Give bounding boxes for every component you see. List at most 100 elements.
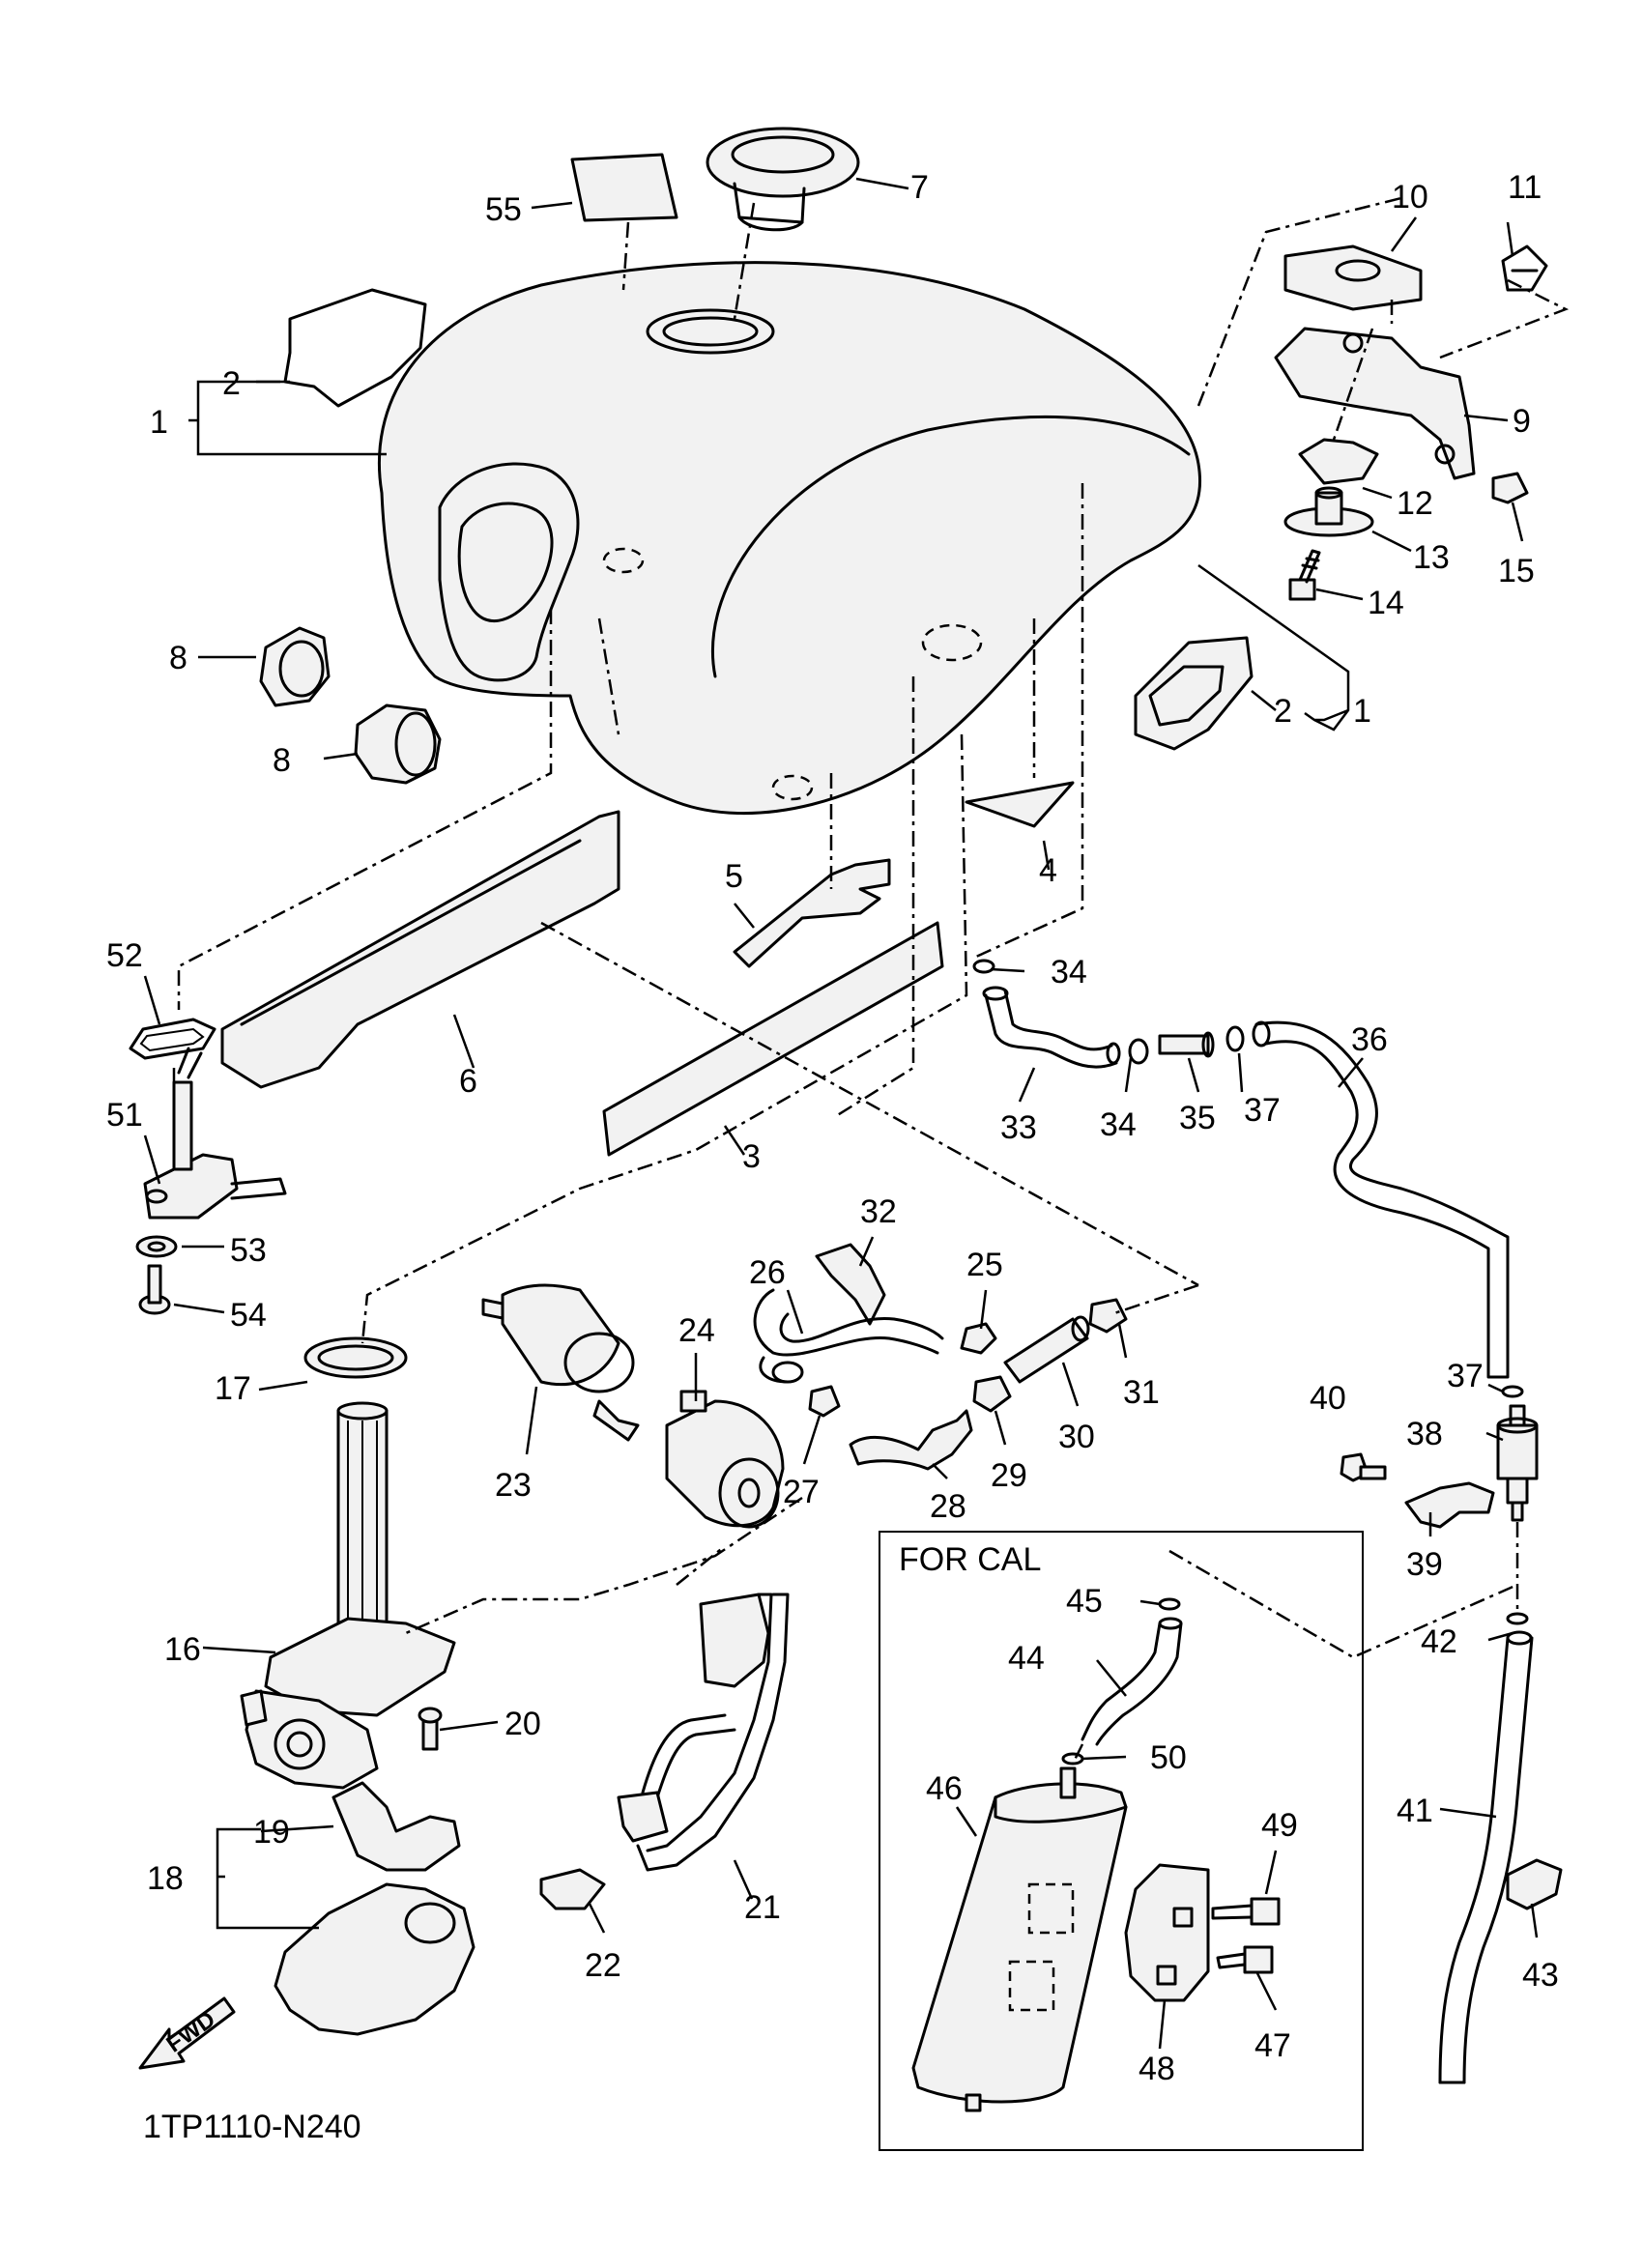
callout-47: 47 (1254, 2027, 1291, 2064)
callout-54: 54 (230, 1297, 267, 1334)
callout-43: 43 (1522, 1957, 1559, 1994)
heat-protector-6 (220, 810, 620, 1089)
fuel-hose-28 (849, 1409, 973, 1471)
callout-49: 49 (1261, 1807, 1298, 1844)
fuel-pump-assembly-16 (240, 1401, 456, 1790)
hose-clamp-37b (1501, 1385, 1524, 1398)
charcoal-canister-46 (911, 1766, 1128, 2112)
hose-holder-32 (815, 1243, 886, 1326)
callout-30: 30 (1058, 1419, 1095, 1455)
leader-lines (143, 177, 1539, 2050)
callout-12: 12 (1397, 485, 1433, 522)
fuel-pipe-30 (1003, 1315, 1090, 1384)
fuel-hose-26 (753, 1288, 944, 1384)
fuel-hose-41 (1438, 1630, 1534, 2084)
callout-22: 22 (585, 1947, 621, 1984)
filter-holder-39 (1404, 1481, 1495, 1529)
callout-40: 40 (1310, 1380, 1346, 1417)
callout-38: 38 (1406, 1416, 1443, 1452)
callout-19: 19 (253, 1814, 290, 1851)
callout-55: 55 (485, 191, 522, 228)
callout-16: 16 (164, 1631, 201, 1668)
drain-plug-upper (259, 626, 331, 707)
callout-24: 24 (678, 1312, 715, 1349)
bolt-54 (138, 1264, 171, 1315)
rubber-cushion (1298, 438, 1379, 485)
fuel-pump-24 (665, 1390, 785, 1529)
callout-26: 26 (749, 1254, 786, 1291)
tank-damper (1283, 244, 1423, 311)
drain-plug-lower (354, 703, 442, 785)
bolt-40 (1340, 1452, 1387, 1482)
callout-6: 6 (459, 1063, 477, 1100)
callout-25: 25 (966, 1247, 1003, 1283)
callout-21: 21 (744, 1889, 781, 1926)
callout-13: 13 (1413, 539, 1450, 576)
callout-46: 46 (926, 1770, 963, 1807)
spring-clip (1501, 244, 1548, 292)
caution-label (570, 153, 678, 222)
hose-clamp-34b (1128, 1038, 1149, 1065)
protector-19 (331, 1781, 461, 1872)
callout-39: 39 (1406, 1546, 1443, 1583)
collar-washer (1283, 486, 1374, 537)
fuel-filter-38 (1496, 1404, 1539, 1522)
callout-51: 51 (106, 1097, 143, 1134)
callout-2-right: 2 (1274, 693, 1292, 730)
hose-clamp-25 (960, 1322, 997, 1355)
callout-33: 33 (1000, 1109, 1037, 1146)
callout-14: 14 (1368, 585, 1404, 621)
fuel-hose-assembly-21 (617, 1593, 790, 1872)
callout-37-top: 37 (1244, 1092, 1281, 1129)
hose-clamp-50 (1061, 1752, 1084, 1766)
callout-1-right: 1 (1353, 693, 1371, 730)
callout-45: 45 (1066, 1583, 1103, 1620)
callout-41: 41 (1397, 1793, 1433, 1829)
small-bolt (1491, 472, 1529, 504)
callout-8-upper: 8 (169, 640, 187, 676)
for-cal-box: FOR CAL (879, 1531, 1364, 2151)
callout-29: 29 (991, 1457, 1027, 1494)
fuel-tank (377, 261, 1201, 816)
callout-36: 36 (1351, 1021, 1388, 1058)
diagram-code: 1TP1110-N240 (143, 2109, 361, 2145)
callout-9: 9 (1513, 403, 1531, 440)
callout-48: 48 (1139, 2051, 1175, 2087)
fuel-cap (706, 127, 860, 232)
callout-31: 31 (1123, 1374, 1160, 1411)
hose-clamp-45 (1158, 1597, 1181, 1611)
callout-5: 5 (725, 858, 743, 895)
callout-44: 44 (1008, 1640, 1045, 1677)
fuel-sender-unit (143, 1047, 287, 1220)
callout-17: 17 (215, 1370, 251, 1407)
callout-42: 42 (1421, 1623, 1457, 1660)
callout-50: 50 (1150, 1739, 1187, 1776)
tank-emblem-right (1134, 636, 1254, 751)
for-cal-label: FOR CAL (899, 1541, 1041, 1578)
hose-clamp-37a (1225, 1025, 1245, 1052)
washer-53 (135, 1235, 178, 1258)
vacuum-hose-44 (1081, 1617, 1183, 1746)
callout-23: 23 (495, 1467, 532, 1504)
hose-clamp-27 (808, 1385, 841, 1418)
tank-emblem-left (283, 288, 427, 408)
damper-5 (733, 858, 891, 968)
callout-32: 32 (860, 1193, 897, 1230)
callout-2-left: 2 (222, 365, 241, 402)
callout-numbers: 55 7 10 11 1 2 9 12 13 15 14 8 8 2 1 4 5… (106, 169, 1559, 2087)
callout-53: 53 (230, 1232, 267, 1269)
cover-18 (274, 1882, 476, 2036)
hose-clip-43 (1506, 1858, 1563, 1910)
screw-20 (418, 1707, 443, 1751)
tank-mount-bracket (1274, 327, 1476, 480)
callout-18: 18 (147, 1860, 184, 1897)
hose-clamp-34a (972, 959, 995, 974)
callout-37-right: 37 (1447, 1358, 1484, 1394)
fuel-filter-23 (481, 1283, 640, 1442)
bolt-49 (1211, 1897, 1281, 1926)
callout-15: 15 (1498, 553, 1535, 589)
hose-clip-22 (539, 1868, 606, 1910)
callout-7: 7 (910, 169, 929, 206)
bolt-47 (1216, 1945, 1274, 1974)
